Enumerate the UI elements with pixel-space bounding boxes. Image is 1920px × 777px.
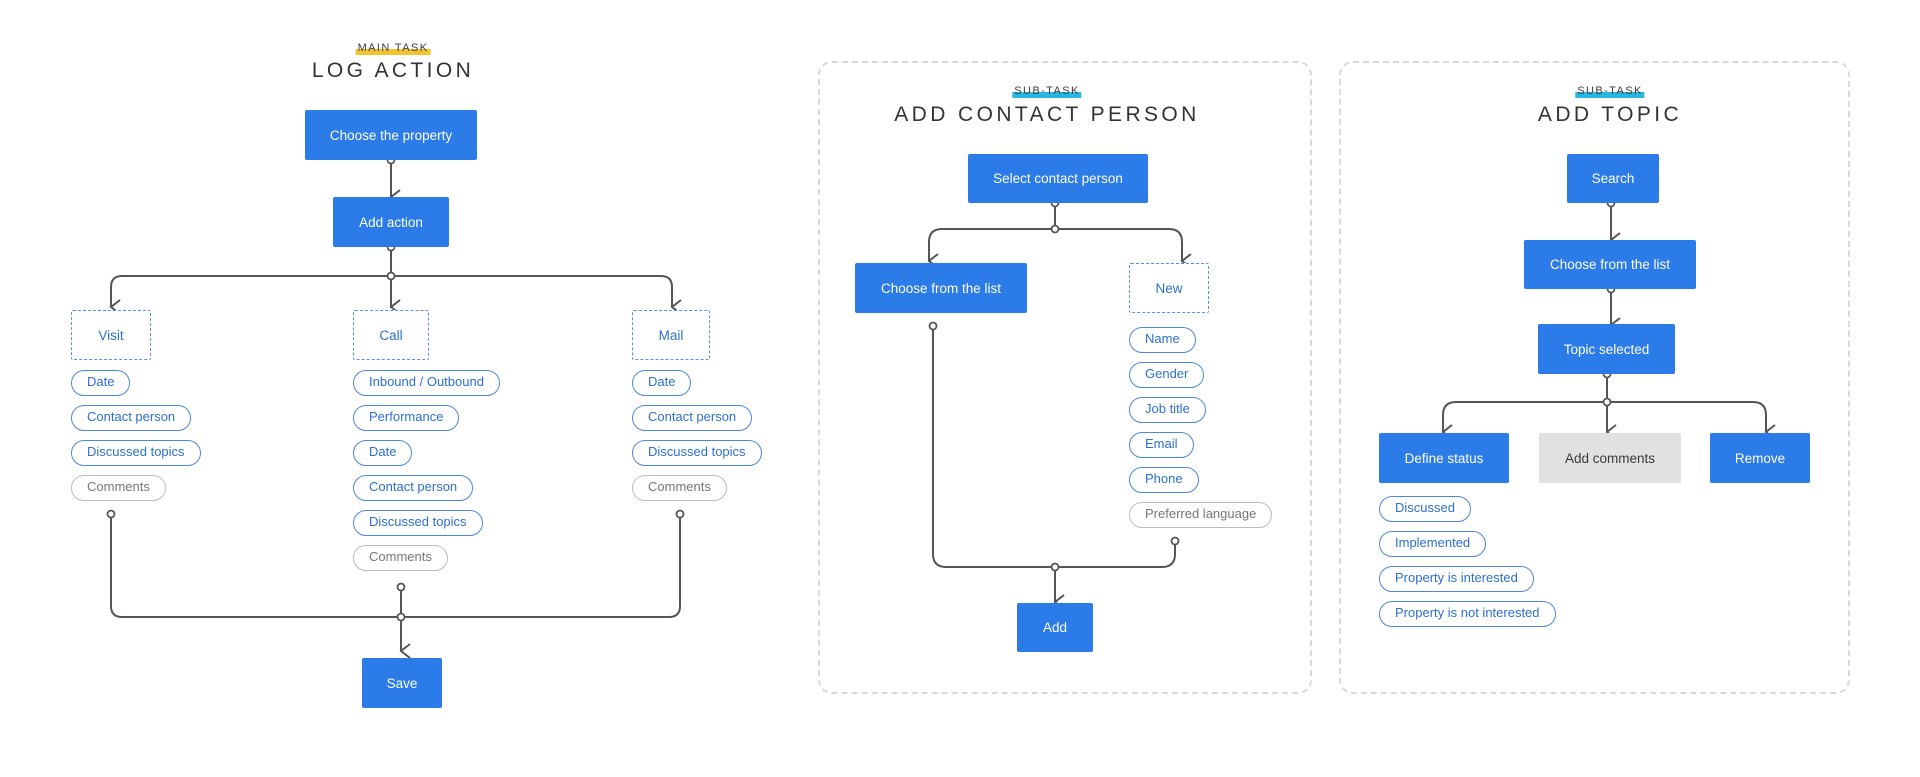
connector-node xyxy=(1602,397,1612,407)
remove-node[interactable]: Remove xyxy=(1710,433,1810,483)
call-field-inbound-outbound: Inbound / Outbound xyxy=(353,370,500,396)
contact-field-job-title: Job title xyxy=(1129,397,1206,423)
visit-field-date: Date xyxy=(71,370,131,396)
add-topic-panel xyxy=(1339,61,1850,694)
call-field-comments: Comments xyxy=(353,545,448,571)
connector-node xyxy=(386,271,396,281)
choose-property-node[interactable]: Choose the property xyxy=(305,110,477,160)
define-status-node[interactable]: Define status xyxy=(1379,433,1509,483)
call-field-date: Date xyxy=(353,440,413,466)
topic-selected-node[interactable]: Topic selected xyxy=(1538,324,1675,374)
connector-node xyxy=(396,612,406,622)
status-implemented: Implemented xyxy=(1379,531,1487,557)
mail-field-contact-person: Contact person xyxy=(632,405,753,431)
connector xyxy=(110,514,681,618)
add-contact-panel xyxy=(818,61,1312,694)
connector-node xyxy=(928,321,938,331)
call-node[interactable]: Call xyxy=(353,310,429,360)
mail-field-comments: Comments xyxy=(632,475,727,501)
contact-field-name: Name xyxy=(1129,327,1196,353)
connector xyxy=(927,228,1055,269)
new-contact-node[interactable]: New xyxy=(1129,263,1209,313)
main-task-eyebrow: MAIN TASK xyxy=(355,42,431,55)
contact-field-preferred-language: Preferred language xyxy=(1129,502,1273,528)
visit-field-contact-person: Contact person xyxy=(71,405,192,431)
add-topic-title: ADD TOPIC xyxy=(1537,103,1683,126)
contact-field-gender: Gender xyxy=(1129,362,1205,388)
add-action-node[interactable]: Add action xyxy=(333,197,449,247)
connector xyxy=(1441,401,1607,440)
search-node[interactable]: Search xyxy=(1567,154,1659,203)
mail-field-discussed-topics: Discussed topics xyxy=(632,440,762,466)
visit-field-comments: Comments xyxy=(71,475,166,501)
choose-from-list-node[interactable]: Choose from the list xyxy=(855,263,1027,313)
sub-task-eyebrow: SUB-TASK xyxy=(1012,85,1083,98)
call-field-contact-person: Contact person xyxy=(353,475,474,501)
add-comments-node[interactable]: Add comments xyxy=(1539,433,1681,483)
connector xyxy=(109,275,391,315)
contact-field-phone: Phone xyxy=(1129,467,1199,493)
connector xyxy=(391,275,682,315)
add-contact-title: ADD CONTACT PERSON xyxy=(894,103,1200,126)
connector-node xyxy=(1170,536,1180,546)
sub-task-eyebrow: SUB-TASK xyxy=(1575,85,1646,98)
call-field-performance: Performance xyxy=(353,405,460,431)
status-property-not-interested: Property is not interested xyxy=(1379,601,1556,627)
mail-node[interactable]: Mail xyxy=(632,310,710,360)
connector-node xyxy=(1050,224,1060,234)
status-property-interested: Property is interested xyxy=(1379,566,1534,592)
connector xyxy=(1607,401,1776,440)
visit-node[interactable]: Visit xyxy=(71,310,151,360)
visit-field-discussed-topics: Discussed topics xyxy=(71,440,201,466)
add-contact-node[interactable]: Add xyxy=(1017,603,1093,652)
mail-field-date: Date xyxy=(632,370,692,396)
contact-field-email: Email xyxy=(1129,432,1194,458)
connector-node xyxy=(106,509,116,519)
connector-node xyxy=(675,509,685,519)
connector-node xyxy=(396,582,406,592)
select-contact-node[interactable]: Select contact person xyxy=(968,154,1148,203)
connector-node xyxy=(1050,562,1060,572)
log-action-title: LOG ACTION xyxy=(311,59,475,82)
choose-from-list-node[interactable]: Choose from the list xyxy=(1524,240,1696,289)
call-field-discussed-topics: Discussed topics xyxy=(353,510,483,536)
status-discussed: Discussed xyxy=(1379,496,1471,522)
save-node[interactable]: Save xyxy=(362,658,442,708)
connector xyxy=(1055,228,1192,269)
